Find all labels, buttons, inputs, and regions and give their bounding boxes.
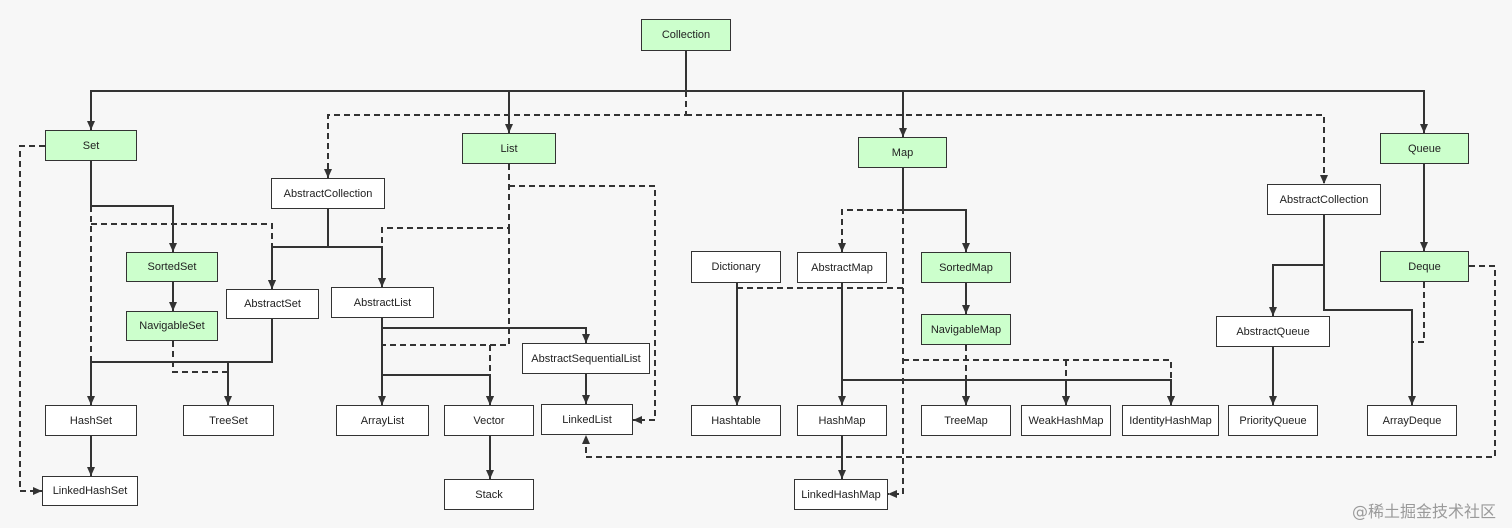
dictionary-node: Dictionary [691,251,781,283]
abstract-list-node: AbstractList [331,287,434,318]
edge-collection-list [505,90,686,133]
abstract-collection-node-1: AbstractCollection [271,178,385,209]
edge-abstractcollection-abstractqueue [1269,215,1325,316]
edge-abstractmap-bus [842,379,1175,405]
navigable-map-node: NavigableMap [921,314,1011,345]
priority-queue-node: PriorityQueue [1228,405,1318,436]
edge-abstractcollection-abstractlist [328,246,386,287]
abstract-sequential-list-node: AbstractSequentialList [522,343,650,374]
array-deque-node: ArrayDeque [1367,405,1457,436]
tree-set-node: TreeSet [183,405,274,436]
edge-map-abstractmap [838,209,903,252]
edge-map-hashtable [733,168,904,405]
set-node: Set [45,130,137,161]
edge-list-arraylist-vector [382,228,510,346]
vector-node: Vector [444,405,534,436]
edge-abstractcollection-abstractset [268,246,328,289]
edge-map-weak-identity [903,359,1175,405]
hashtable-node: Hashtable [691,405,781,436]
edge-set-linkedhashset [19,145,45,495]
edge-navigableset-treeset [172,341,228,373]
list-node: List [462,133,556,164]
weak-hash-map-node: WeakHashMap [1021,405,1111,436]
tree-map-node: TreeMap [921,405,1011,436]
linked-list-node: LinkedList [541,404,633,435]
edge-abstractset-treeset [224,361,272,405]
edge-abstractcollection-arraydeque [1323,265,1416,405]
edge-list-abstractlist [378,164,510,287]
edge-collection-queue [686,90,1428,133]
linked-hash-set-node: LinkedHashSet [42,476,138,506]
edge-map-linkedhashmap [888,288,904,498]
identity-hash-map-node: IdentityHashMap [1122,405,1219,436]
edge-map-sortedmap [902,168,970,252]
array-list-node: ArrayList [336,405,429,436]
deque-node: Deque [1380,251,1469,282]
edge-deque-arraydeque [1412,282,1425,343]
hash-set-node: HashSet [45,405,137,436]
edge-deque-linkedlist [582,265,1496,458]
edge-set-sortedset [90,161,177,252]
queue-node: Queue [1380,133,1469,164]
sorted-map-node: SortedMap [921,252,1011,283]
watermark-text: @稀土掘金技术社区 [1351,502,1496,521]
stack-node: Stack [444,479,534,510]
sorted-set-node: SortedSet [126,252,218,282]
map-node: Map [858,137,947,168]
edge-collection-set [87,90,686,130]
edge-collection-abstractcollection-1 [324,91,687,178]
abstract-collection-node-2: AbstractCollection [1267,184,1381,215]
abstract-queue-node: AbstractQueue [1216,316,1330,347]
edge-list-linkedlist [509,185,656,424]
collection-node: Collection [641,19,731,51]
edge-collection-abstractcollection-2 [686,114,1328,184]
abstract-set-node: AbstractSet [226,289,319,319]
abstract-map-node: AbstractMap [797,252,887,283]
linked-hash-map-node: LinkedHashMap [794,479,888,510]
edge-abstractlist-abstractsequentiallist [382,327,590,343]
navigable-set-node: NavigableSet [126,311,218,341]
hash-map-node: HashMap [797,405,887,436]
edge-abstractlist-vector [382,374,494,405]
edge-abstractset-hashset [87,319,273,405]
